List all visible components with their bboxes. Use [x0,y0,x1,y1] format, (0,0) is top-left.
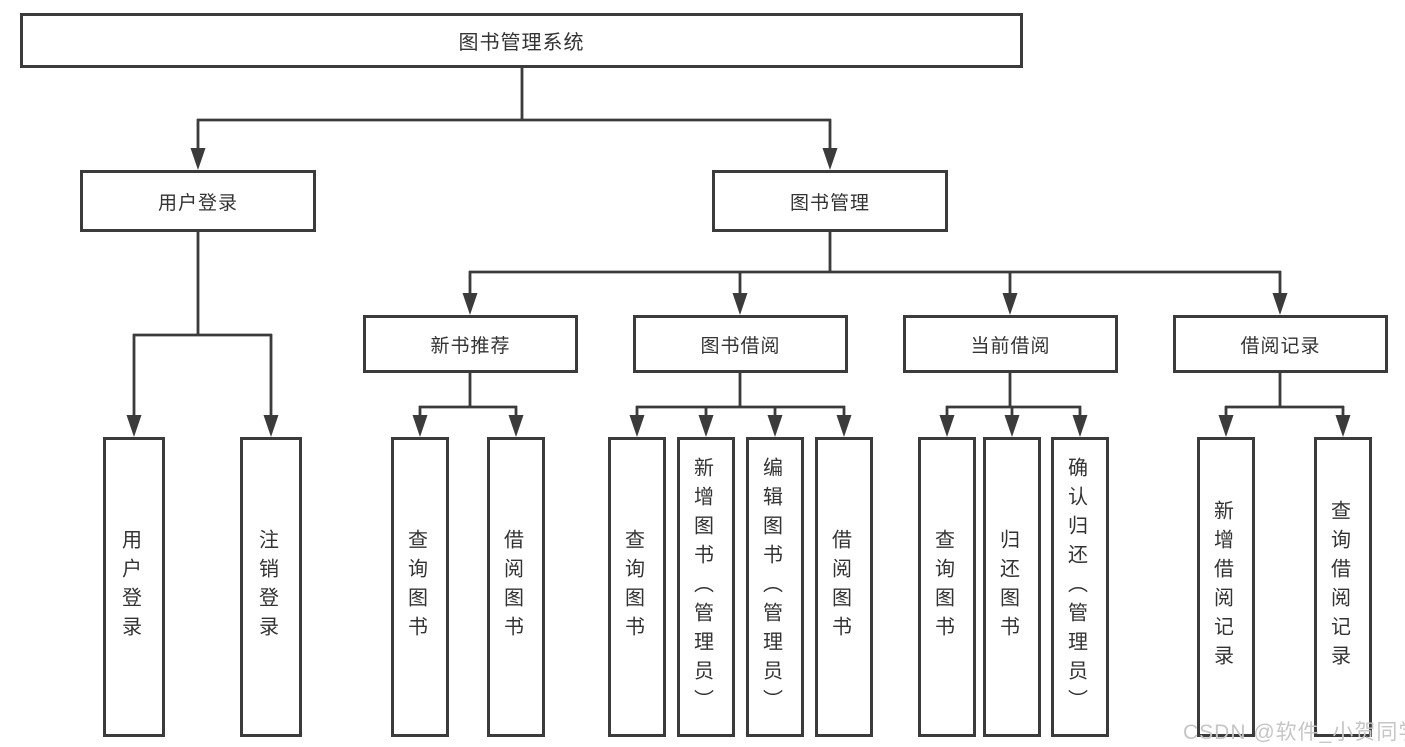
node-current-borrow-label: 当前借阅 [970,335,1051,357]
leaf-query-books-3: 查询图书 [918,437,976,737]
node-book-borrow: 图书借阅 [633,315,848,373]
node-book-borrow-label: 图书借阅 [700,335,781,357]
node-book-management-label: 图书管理 [789,192,870,214]
leaf-query-books-2-label: 查询图书 [621,529,644,645]
node-borrow-record-label: 借阅记录 [1240,335,1321,357]
leaf-logout: 注销登录 [240,437,302,737]
node-book-management: 图书管理 [712,170,948,232]
leaf-query-books-2: 查询图书 [608,437,666,737]
leaf-add-borrow-record: 新增借阅记录 [1197,437,1255,737]
leaf-edit-book-admin-label: 编辑图书（管理员） [759,456,782,718]
leaf-logout-label: 注销登录 [255,529,278,645]
leaf-add-book-admin: 新增图书（管理员） [677,437,735,737]
node-borrow-record: 借阅记录 [1173,315,1388,373]
node-root: 图书管理系统 [20,13,1023,68]
leaf-borrow-books-1-label: 借阅图书 [500,529,523,645]
leaf-user-login-label: 用户登录 [118,529,141,645]
leaf-query-books-3-label: 查询图书 [931,529,954,645]
leaf-edit-book-admin: 编辑图书（管理员） [746,437,804,737]
leaf-query-books-1-label: 查询图书 [404,529,427,645]
node-new-book-recommend-label: 新书推荐 [430,335,511,357]
node-user-login-label: 用户登录 [157,192,238,214]
node-root-label: 图书管理系统 [458,32,585,54]
leaf-return-book-label: 归还图书 [996,529,1019,645]
leaf-query-books-1: 查询图书 [391,437,449,737]
leaf-add-book-admin-label: 新增图书（管理员） [690,456,713,718]
leaf-query-borrow-record: 查询借阅记录 [1314,437,1372,737]
leaf-confirm-return-admin-label: 确认归还（管理员） [1064,456,1087,718]
leaf-add-borrow-record-label: 新增借阅记录 [1210,500,1233,674]
leaf-return-book: 归还图书 [983,437,1041,737]
leaf-user-login: 用户登录 [103,437,165,737]
leaf-query-borrow-record-label: 查询借阅记录 [1327,500,1350,674]
csdn-watermark: CSDN @软件_小贺同学 [1183,721,1405,744]
node-user-login: 用户登录 [80,170,316,232]
node-current-borrow: 当前借阅 [903,315,1118,373]
leaf-borrow-books-1: 借阅图书 [487,437,545,737]
leaf-borrow-books-2-label: 借阅图书 [828,529,851,645]
node-new-book-recommend: 新书推荐 [363,315,578,373]
leaf-borrow-books-2: 借阅图书 [815,437,873,737]
leaf-confirm-return-admin: 确认归还（管理员） [1051,437,1109,737]
